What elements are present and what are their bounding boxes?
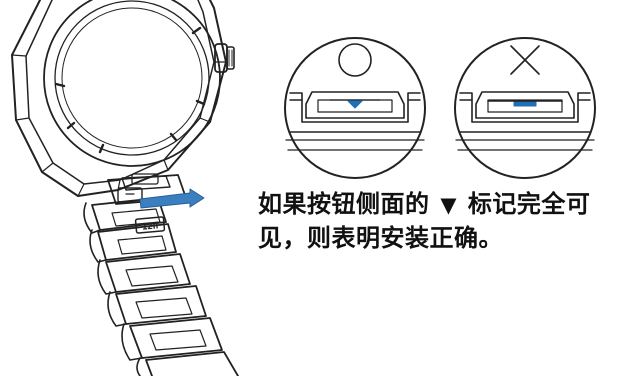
incorrect-example [454,37,596,179]
cross-mark-icon [510,45,540,75]
instruction-caption: 如果按钮侧面的 ▼ 标记完全可见，则表明安装正确。 [258,188,618,255]
triangle-marker-icon: ▼ [440,193,458,217]
instruction-text-before: 如果按钮侧面的 [258,190,430,218]
watch-case [11,0,235,197]
insert-arrow [139,188,205,209]
watch-band [83,173,239,376]
circle-mark-icon [338,43,372,77]
instruction-text-after: 标记完全可见，则表明安装正确。 [258,190,591,252]
band-label-12h: 12H [142,221,159,232]
correct-example [284,37,426,179]
